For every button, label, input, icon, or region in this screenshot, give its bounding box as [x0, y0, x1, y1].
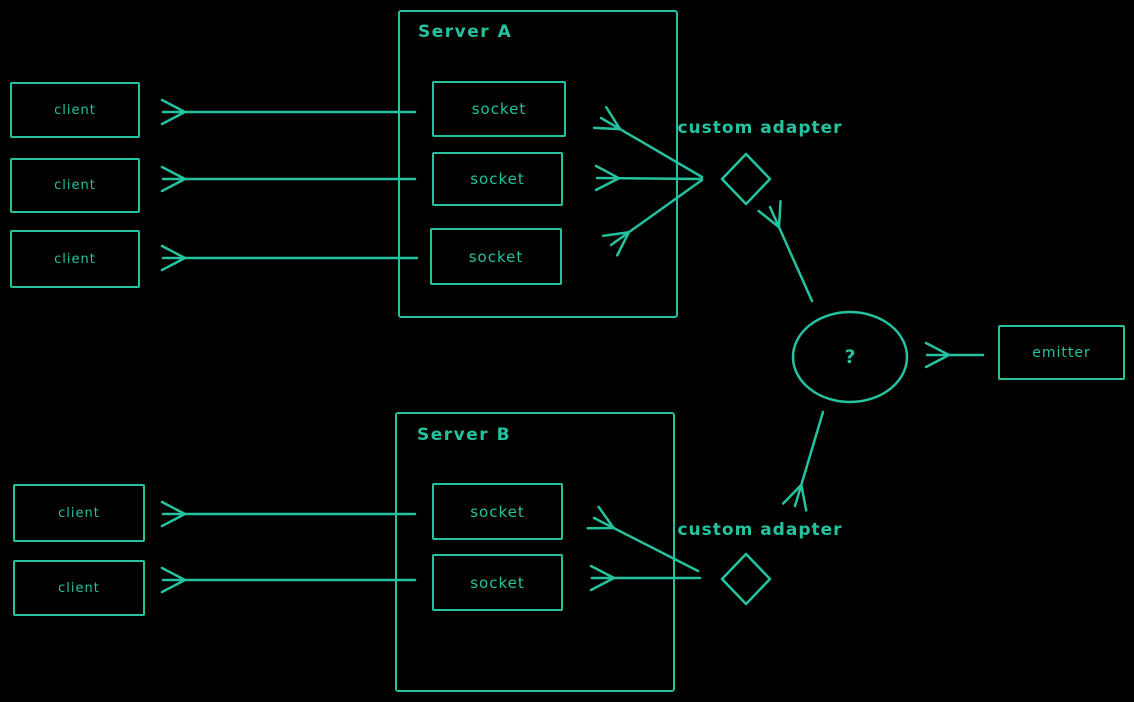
server-b-box — [395, 412, 675, 692]
client-box: client — [10, 82, 140, 138]
custom-adapter-label-top: custom adapter — [677, 118, 843, 138]
emitter-label: emitter — [1032, 344, 1091, 361]
client-label: client — [54, 178, 96, 193]
client-box: client — [13, 560, 145, 616]
server-b-title: Server B — [417, 425, 512, 445]
client-label: client — [54, 102, 96, 118]
client-box: client — [10, 230, 140, 288]
socket-box: socket — [432, 81, 566, 137]
socket-box: socket — [430, 228, 562, 285]
emitter-box: emitter — [998, 325, 1125, 380]
client-box: client — [13, 484, 145, 542]
client-box: client — [10, 158, 140, 213]
socket-box: socket — [432, 554, 563, 611]
socket-box: socket — [432, 152, 563, 206]
arrow-hub-to-adapter-top — [770, 207, 812, 301]
client-label: client — [58, 580, 100, 596]
socket-label: socket — [468, 247, 524, 266]
socket-label: socket — [470, 170, 525, 188]
adapter-diamond-bottom-icon — [722, 554, 770, 604]
client-label: client — [58, 505, 100, 521]
server-a-box — [398, 10, 678, 318]
hub-label: ? — [844, 346, 856, 368]
adapter-diamond-top-icon — [722, 154, 770, 204]
custom-adapter-label-bottom: custom adapter — [677, 520, 843, 540]
socket-label: socket — [470, 573, 525, 592]
client-label: client — [54, 251, 96, 267]
socket-box: socket — [432, 483, 563, 540]
socket-label: socket — [471, 100, 527, 118]
socket-label: socket — [470, 502, 525, 521]
arrow-hub-to-adapter-bottom — [795, 412, 823, 506]
server-a-title: Server A — [418, 22, 513, 42]
